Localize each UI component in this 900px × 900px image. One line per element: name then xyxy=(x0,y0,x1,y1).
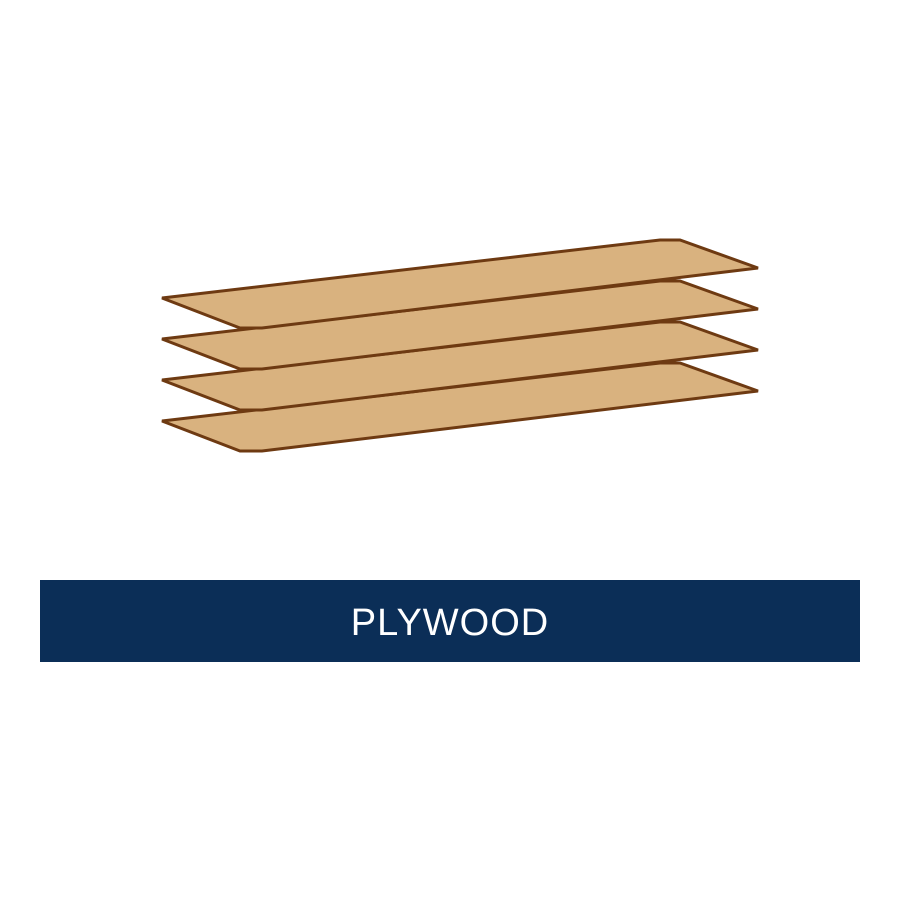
product-label: PLYWOOD xyxy=(350,602,550,644)
product-banner: PLYWOOD xyxy=(40,580,860,662)
plywood-sheets xyxy=(161,238,759,453)
plywood-stack-icon xyxy=(161,238,759,453)
plywood-sheet-1 xyxy=(161,238,759,330)
